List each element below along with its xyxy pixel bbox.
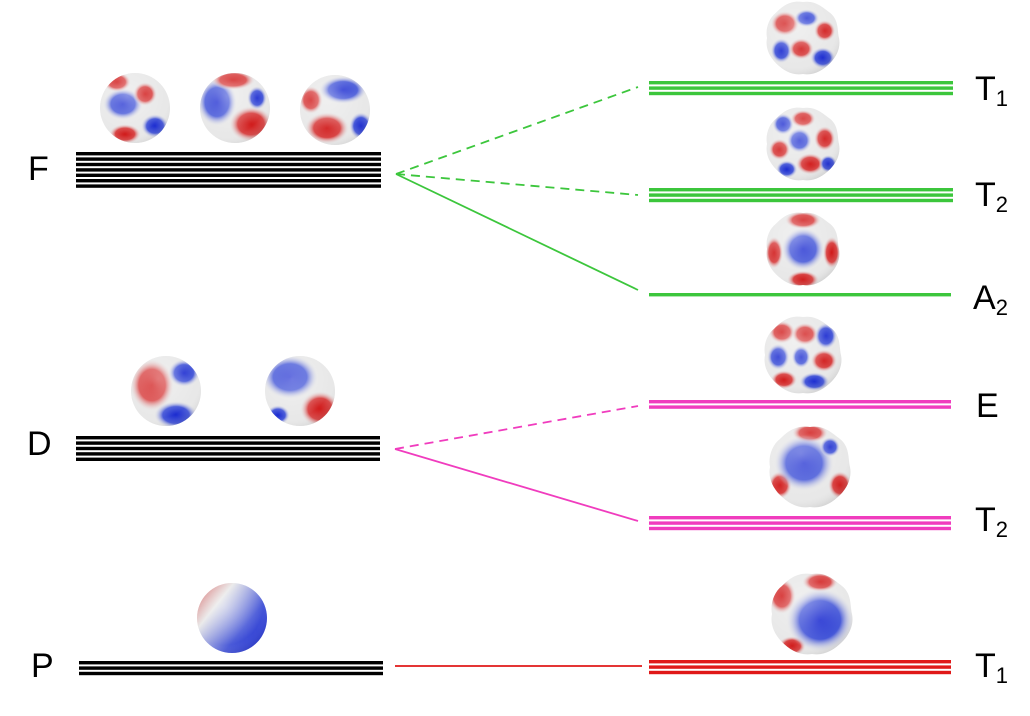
f-level-line <box>76 152 381 156</box>
split-levels <box>649 81 953 675</box>
d-e-orbital-shape <box>764 316 842 394</box>
p-orbital-sphere <box>197 583 267 653</box>
p-t1-level-line <box>649 660 951 664</box>
f-t2-level-line <box>649 188 953 192</box>
p-level-line <box>79 666 383 670</box>
d-e-label: E <box>976 389 999 423</box>
p-multiplet-label: P <box>31 647 54 685</box>
f-t1-orbital-shape <box>766 1 840 75</box>
f-level-line <box>76 173 381 177</box>
d-e-label-main: E <box>976 387 999 425</box>
f-orbital-sphere-2 <box>200 73 270 143</box>
p-t1-level-line <box>649 665 951 669</box>
unsplit-levels <box>76 152 383 676</box>
d-t2-label-main: T <box>975 501 996 539</box>
d-orbital-sphere-1 <box>131 356 201 426</box>
d-t2-label-sub: 2 <box>995 517 1009 542</box>
p-t1-label-main: T <box>975 647 996 685</box>
d-level-line <box>76 441 380 445</box>
d-level-line <box>76 446 380 451</box>
f-t2-level-line <box>649 198 953 203</box>
f-a2-label-sub: 2 <box>995 295 1008 320</box>
f-t2-label: T2 <box>975 176 1008 216</box>
p-t1-orbital-shape <box>771 573 853 655</box>
f-to-f-t2-connector <box>395 173 639 196</box>
f-t2-label-main: T <box>975 176 996 214</box>
f-multiplet-label: F <box>28 150 49 188</box>
f-t2-orbital-shape <box>766 107 840 181</box>
d-e-level-line <box>649 400 951 404</box>
f-a2-level-line <box>649 293 951 297</box>
f-t1-label-sub: 1 <box>995 86 1009 111</box>
d-t2-level-line <box>649 526 951 531</box>
f-to-f-t1-connector <box>395 86 639 175</box>
f-orbital-sphere-3 <box>300 75 370 145</box>
f-to-f-a2-connector <box>395 173 639 291</box>
f-a2-orbital-shape <box>766 212 840 286</box>
f-level-line <box>76 168 381 172</box>
d-t2-level-line <box>649 521 951 525</box>
f-t1-level-line <box>649 91 953 96</box>
p-t1-label-sub: 1 <box>995 663 1009 688</box>
p-t1-level-line <box>649 670 951 675</box>
f-a2-label: A2 <box>973 279 1008 319</box>
connector-lines <box>394 86 642 667</box>
d-t2-label: T2 <box>975 501 1008 541</box>
d-t2-orbital-shape <box>769 426 851 508</box>
p-level-line <box>79 671 383 676</box>
f-t1-level-line <box>649 86 953 90</box>
p-level-line <box>79 661 383 665</box>
d-orbital-sphere-2 <box>265 356 335 426</box>
f-level-line <box>76 157 381 161</box>
p-t1-label: T1 <box>975 647 1008 687</box>
d-level-line <box>76 457 380 461</box>
d-t2-level-line <box>649 516 951 520</box>
d-to-d-e-connector <box>394 405 639 450</box>
f-level-line <box>76 184 381 188</box>
f-t1-label: T1 <box>975 70 1008 110</box>
f-level-line <box>76 162 381 167</box>
f-t1-label-main: T <box>975 70 996 108</box>
f-a2-label-main: A <box>973 279 996 317</box>
d-multiplet-label: D <box>27 425 52 463</box>
f-orbital-sphere-1 <box>100 73 170 143</box>
f-t2-label-sub: 2 <box>995 192 1009 217</box>
d-level-line <box>76 436 380 440</box>
d-to-d-t2-connector <box>394 448 639 522</box>
f-t2-level-line <box>649 193 953 197</box>
f-level-line <box>76 179 381 183</box>
f-t1-level-line <box>649 81 953 85</box>
d-level-line <box>76 452 380 456</box>
d-e-level-line <box>649 405 951 409</box>
